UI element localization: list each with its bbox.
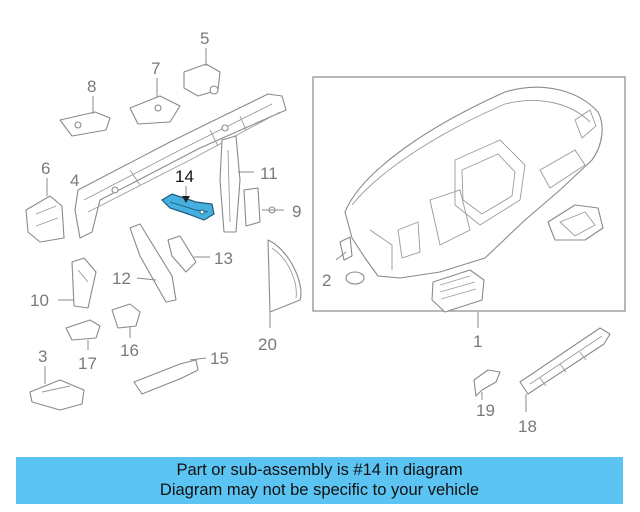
part-13-bracket <box>167 235 197 273</box>
callout-1: 1 <box>473 332 482 351</box>
part-8-bracket <box>59 111 111 137</box>
part-19-bracket <box>473 369 501 397</box>
dashboard-inset-frame <box>312 76 626 312</box>
callout-5: 5 <box>200 29 209 48</box>
callout-6: 6 <box>41 159 50 178</box>
parts-diagram: 1 2 3 4 5 6 7 <box>25 29 626 436</box>
banner-line-1: Part or sub-assembly is #14 in diagram <box>176 461 463 479</box>
part-18-long-rail <box>519 327 611 395</box>
callout-7: 7 <box>151 59 160 78</box>
part-11-vertical-brace <box>219 135 241 233</box>
part-6-side-bracket <box>25 195 65 243</box>
callout-16: 16 <box>120 341 139 360</box>
callout-18: 18 <box>518 417 537 436</box>
part-5-bracket <box>183 63 221 97</box>
callout-19: 19 <box>476 401 495 420</box>
callout-10: 10 <box>30 291 49 310</box>
callout-17: 17 <box>78 354 97 373</box>
part-9-bolt <box>243 187 276 227</box>
part-4-cross-car-beam <box>74 93 287 239</box>
part-3-bracket <box>29 379 85 411</box>
part-14-highlighted-bracket <box>161 193 215 221</box>
part-12-brace <box>129 223 177 303</box>
callout-2: 2 <box>322 271 331 290</box>
callout-13: 13 <box>214 249 233 268</box>
part-17-clip <box>65 319 101 341</box>
part-10-bracket <box>71 257 97 309</box>
part-16-clip <box>111 303 141 329</box>
callout-20: 20 <box>258 335 277 354</box>
callout-11: 11 <box>260 164 278 183</box>
part-15-bracket <box>133 359 199 395</box>
callout-15: 15 <box>210 349 229 368</box>
callout-3: 3 <box>38 347 47 366</box>
part-1-instrument-panel <box>344 86 604 313</box>
callout-14-arrowhead <box>182 196 190 203</box>
info-banner: Part or sub-assembly is #14 in diagram D… <box>16 457 623 504</box>
part-7-bracket <box>129 95 181 125</box>
callout-8: 8 <box>87 77 96 96</box>
banner-line-2: Diagram may not be specific to your vehi… <box>159 481 480 499</box>
callout-12: 12 <box>112 269 131 288</box>
callout-14: 14 <box>175 167 194 186</box>
callout-9: 9 <box>292 202 301 221</box>
callout-4: 4 <box>70 171 79 190</box>
part-20-trim-panel <box>267 239 302 313</box>
